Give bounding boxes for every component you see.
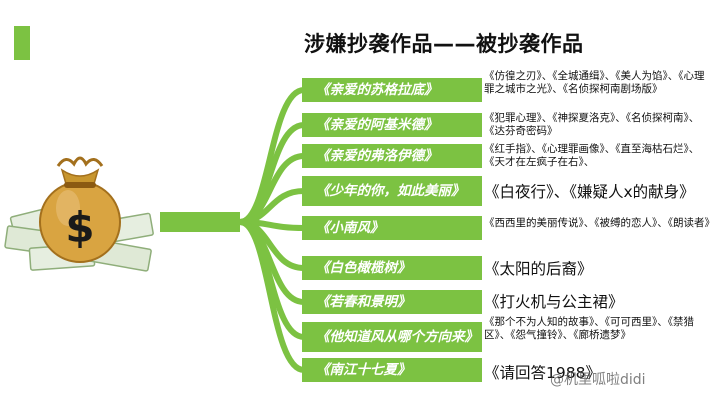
node-imitating-work: 《南江十七夏》 xyxy=(302,358,482,382)
original-works-text: 《犯罪心理》、《神探夏洛克》、《名侦探柯南》、《达芬奇密码》 xyxy=(484,112,700,137)
branch-connector xyxy=(239,219,305,373)
node-imitating-work: 《亲爱的阿基米德》 xyxy=(302,113,482,137)
branch-connector xyxy=(239,219,305,340)
node-imitating-work: 《少年的你，如此美丽》 xyxy=(302,176,482,206)
svg-text:$: $ xyxy=(65,203,94,252)
original-works-text: 《那个不为人知的故事》、《可可西里》、《禁猎区》、《怨气撞铃》、《廊桥遗梦》 xyxy=(484,316,694,341)
node-imitating-work: 《小南风》 xyxy=(302,216,482,240)
title-accent-bar xyxy=(14,26,30,60)
original-works-text: 《仿徨之刃》、《全城通缉》、《美人为馅》、《心理罪之城市之光》、《名侦探柯南剧场… xyxy=(484,70,705,95)
original-works-text: 《打火机与公主裙》 xyxy=(484,293,624,311)
money-bag-with-dollar-sign-icon: $ xyxy=(4,156,154,272)
node-imitating-work: 《他知道风从哪个方向来》 xyxy=(302,322,482,352)
original-works-text: 《白夜行》、《嫌疑人x的献身》 xyxy=(484,183,695,201)
original-works-text: 《西西里的美丽传说》、《被缚的恋人》、《朗读者》 xyxy=(484,217,715,229)
branch-trunk xyxy=(160,212,240,232)
node-imitating-work: 《白色橄榄树》 xyxy=(302,256,482,280)
original-works-text: 《请回答1988》 xyxy=(484,364,601,382)
node-imitating-work: 《亲爱的苏格拉底》 xyxy=(302,78,482,102)
watermark: @机里呱啦didi xyxy=(550,372,646,388)
node-imitating-work: 《亲爱的弗洛伊德》 xyxy=(302,144,482,168)
original-works-text: 《红手指》、《心理罪画像》、《直至海枯石烂》、《天才在左疯子在右》、 xyxy=(484,143,700,168)
original-works-text: 《太阳的后裔》 xyxy=(484,260,593,278)
node-imitating-work: 《若春和景明》 xyxy=(302,290,482,314)
page-title: 涉嫌抄袭作品——被抄袭作品 xyxy=(304,32,584,56)
